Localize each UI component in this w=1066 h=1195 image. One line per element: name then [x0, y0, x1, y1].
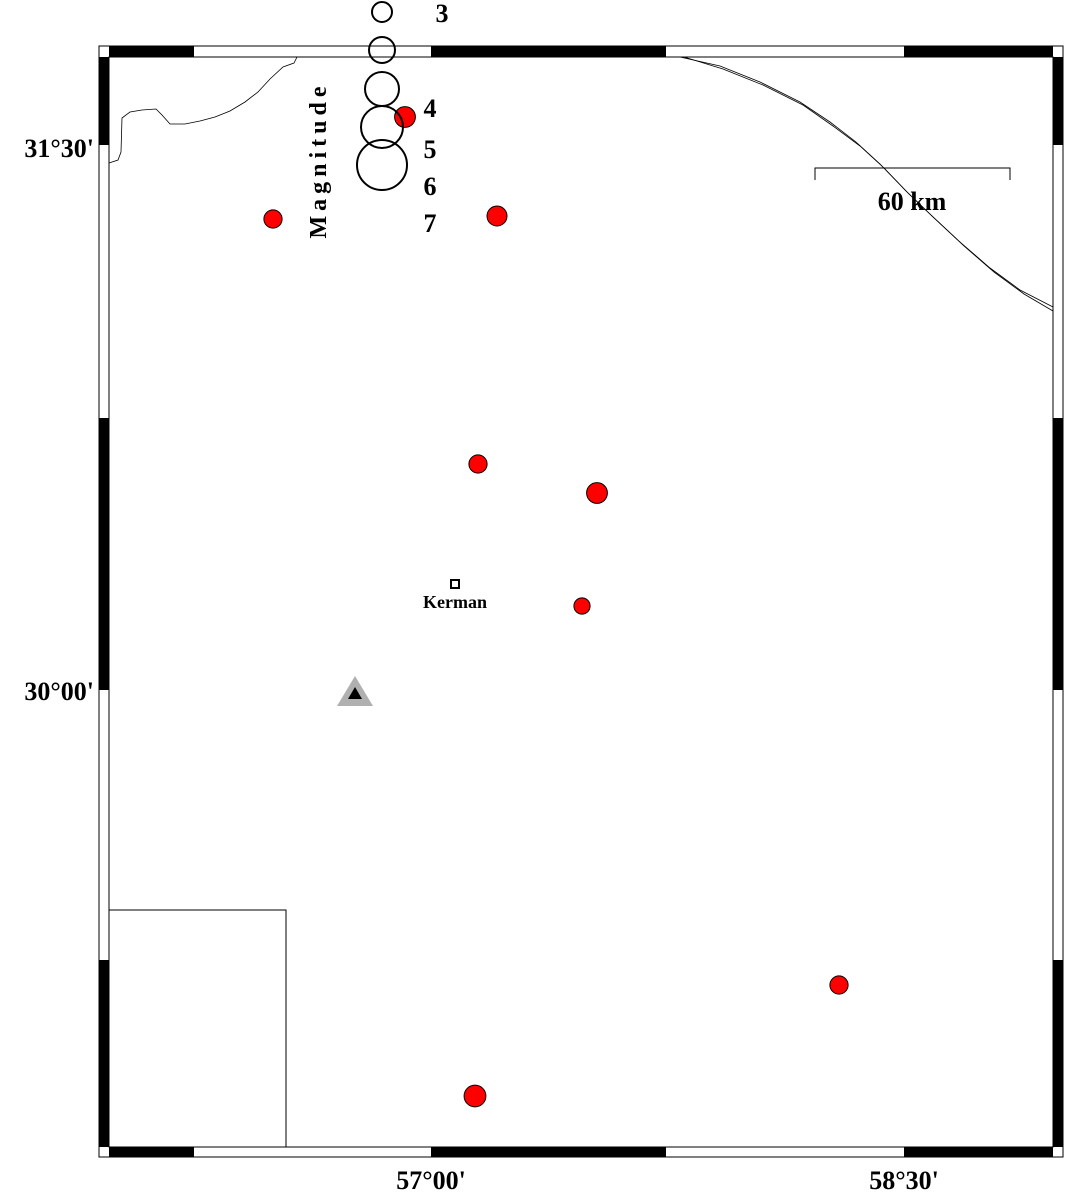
scale-bar-label: 60 km	[878, 187, 947, 216]
legend-label-7: 7	[424, 209, 437, 238]
frame-tick-right-2	[1053, 418, 1063, 690]
frame-tick-left-1	[99, 57, 109, 145]
earthquake-events	[263, 106, 849, 1108]
legend-circle-4	[368, 36, 396, 64]
boundary-line-northeast-b	[683, 56, 1054, 312]
lon-tick-label-1: 57°00'	[396, 1166, 466, 1195]
earthquake-event-2	[263, 209, 283, 229]
city-square-marker-icon	[450, 579, 460, 589]
seismic-station	[337, 676, 373, 706]
legend-circle-6	[360, 105, 404, 149]
boundary-line-northeast-a	[679, 56, 1054, 308]
legend-label-4: 4	[424, 94, 437, 123]
earthquake-event-6	[573, 597, 591, 615]
scale-bar-line	[814, 167, 1011, 180]
city-label: Kerman	[423, 592, 487, 612]
earthquake-event-4	[468, 454, 488, 474]
inset-box	[108, 909, 287, 1148]
frame-tick-left-3	[99, 960, 109, 1147]
city-kerman: Kerman	[423, 579, 487, 612]
earthquake-event-1	[394, 106, 416, 128]
earthquake-event-7	[829, 975, 849, 995]
boundary-line-northwest	[108, 56, 298, 164]
map-frame	[98, 45, 1064, 1158]
frame-tick-bottom-3	[904, 1147, 1053, 1157]
frame-tick-top-3	[904, 46, 1053, 57]
lat-tick-label-2: 30°00'	[24, 677, 94, 706]
lon-tick-label-2: 58°30'	[869, 1166, 939, 1195]
province-boundaries	[108, 56, 1054, 312]
legend-label-6: 6	[424, 172, 437, 201]
frame-tick-left-2	[99, 418, 109, 690]
frame-tick-bottom-2	[431, 1147, 666, 1157]
frame-tick-right-3	[1053, 960, 1063, 1147]
station-inner-triangle	[348, 687, 362, 699]
legend-circle-7	[356, 139, 408, 191]
magnitude-legend	[356, 1, 408, 191]
legend-circle-3	[371, 1, 393, 23]
frame-tick-top-2	[431, 46, 666, 57]
legend-circle-5	[364, 71, 400, 107]
legend-label-3: 3	[436, 0, 449, 28]
lat-tick-label-1: 31°30'	[24, 134, 94, 163]
frame-tick-top-1	[109, 46, 194, 57]
earthquake-event-5	[586, 482, 608, 504]
earthquake-event-8	[463, 1084, 487, 1108]
legend-title: Magnitude	[306, 81, 332, 238]
legend-label-5: 5	[424, 135, 437, 164]
frame-tick-bottom-1	[109, 1147, 194, 1157]
scale-bar: 60 km	[814, 167, 1011, 216]
earthquake-event-3	[486, 205, 508, 227]
frame-tick-right-1	[1053, 57, 1063, 145]
